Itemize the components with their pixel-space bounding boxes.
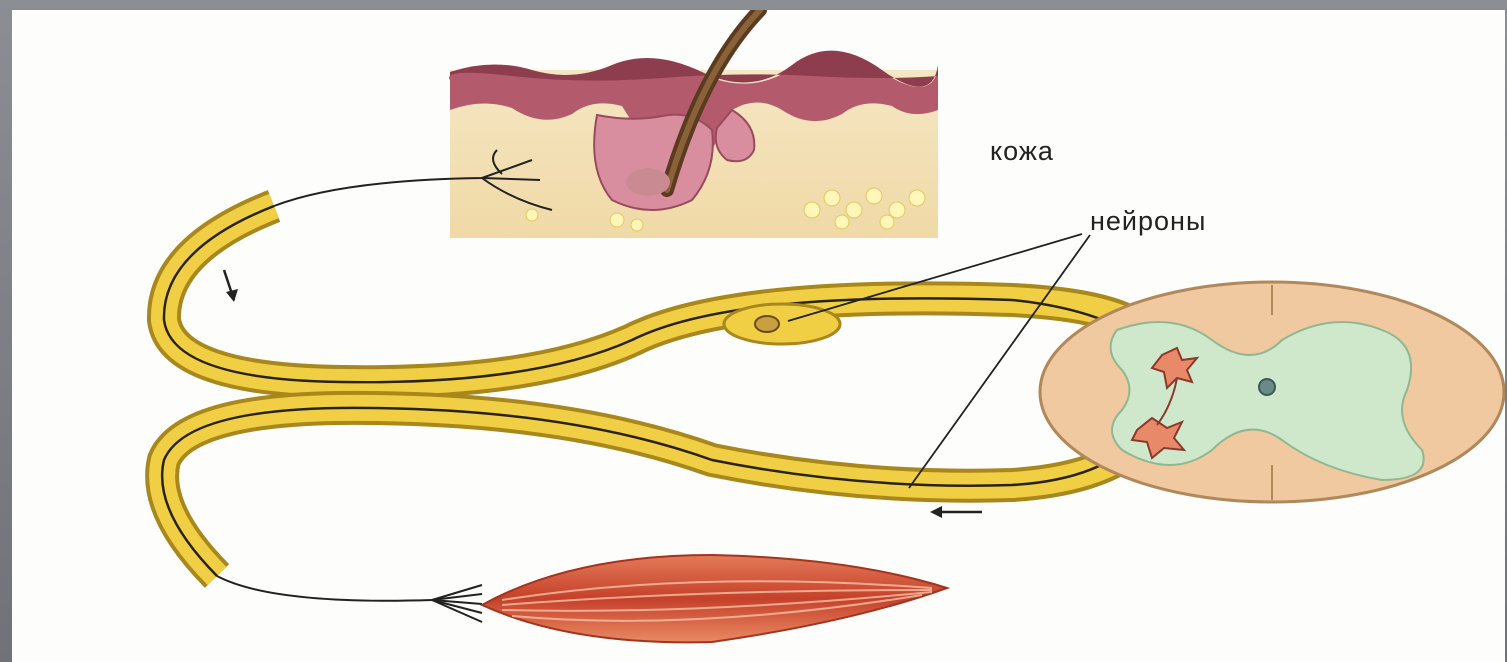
nerve-fibers (162, 206, 1162, 576)
skin-label: кожа (990, 136, 1054, 167)
skin-section (449, 10, 938, 238)
hair-bulb (626, 168, 670, 196)
motor-tube (162, 408, 1132, 576)
central-canal (1259, 379, 1275, 395)
neurons-label: нейроны (1090, 206, 1206, 237)
spinal-cord (1040, 282, 1504, 502)
muscle (482, 555, 947, 642)
arrow-icon (224, 270, 238, 302)
label-leaders (788, 234, 1090, 488)
neuron-cell-icon (755, 316, 779, 332)
diagram-canvas: кожа нейроны (12, 10, 1505, 662)
muscle-body (482, 555, 947, 642)
reflex-arc-diagram (12, 10, 1505, 662)
arrow-icon (930, 506, 982, 518)
